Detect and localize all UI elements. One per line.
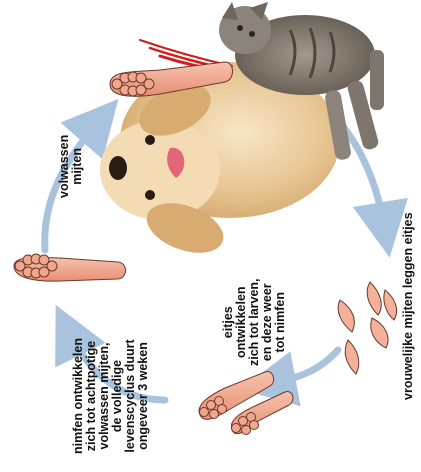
- label-nymphs: nimfen ontwikkelen zich tot achtpotige v…: [72, 338, 150, 454]
- label-adults: volwassen mijten: [58, 135, 84, 198]
- nymph-mite-icon: [14, 254, 126, 281]
- egg-icon: [338, 282, 397, 374]
- label-eggs: vrouwelijke mijten leggen eitjes: [402, 212, 415, 400]
- label-larvae: eitjes ontwikkelen zich tot larven, en d…: [222, 278, 287, 366]
